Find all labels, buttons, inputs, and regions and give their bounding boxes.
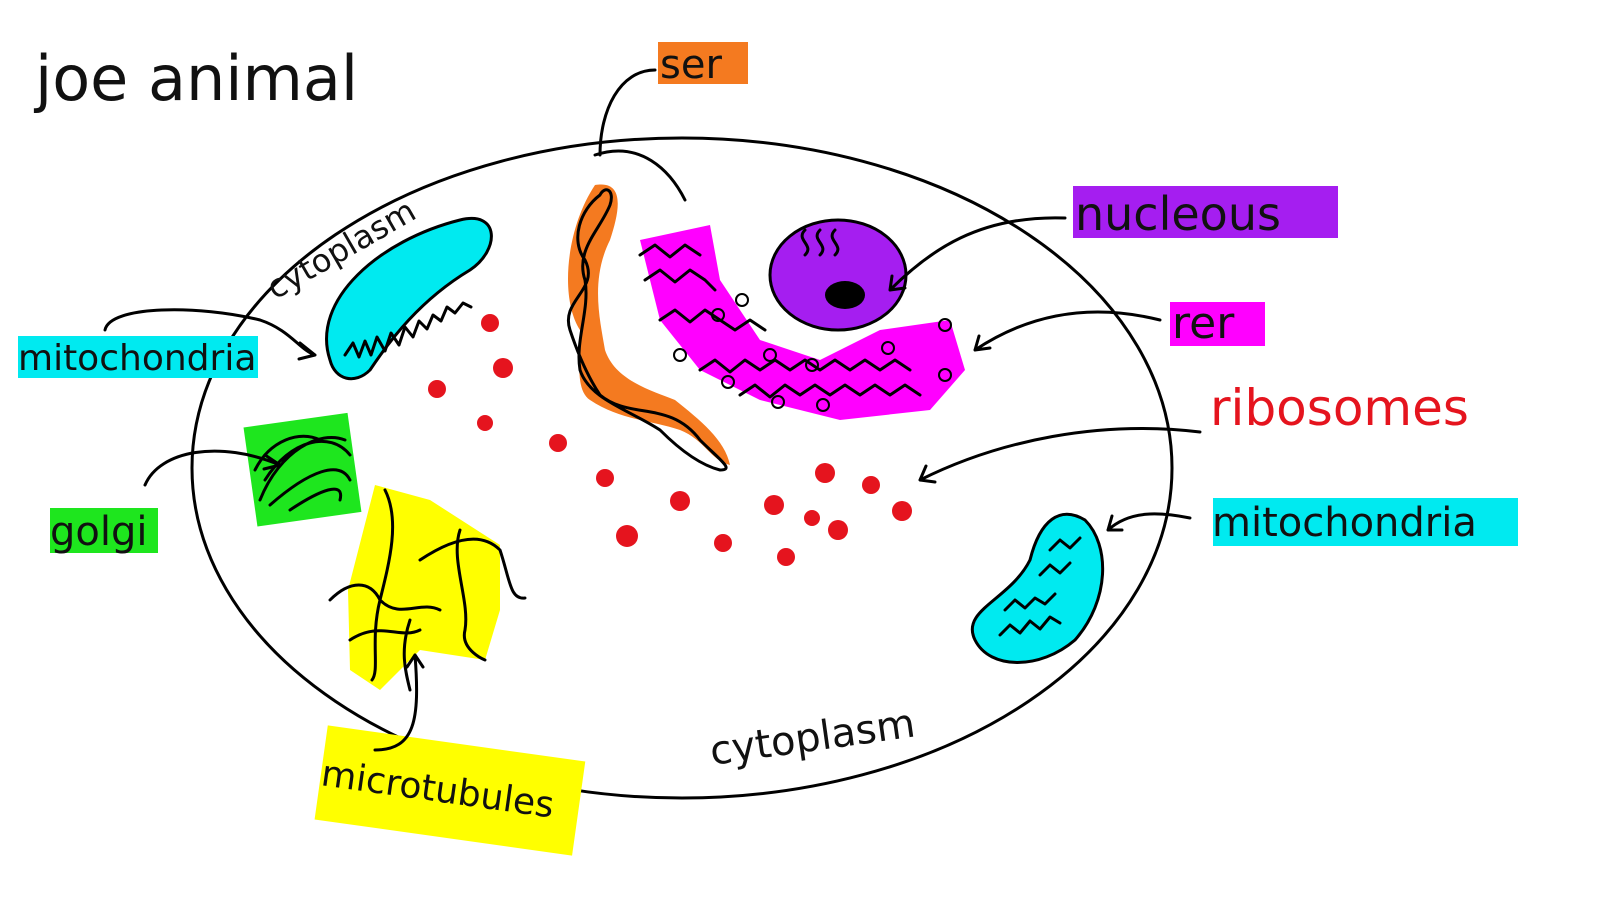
microtubules-highlight (314, 725, 586, 856)
ribosome (777, 548, 795, 566)
label-rer: rer (1172, 298, 1235, 349)
nucleous-highlight (1073, 186, 1338, 238)
mitochondria-left-highlight (18, 336, 258, 378)
ribosome (862, 476, 880, 494)
nucleus (768, 218, 908, 332)
ribosomes (428, 314, 912, 566)
mitochondrion-left (325, 216, 493, 381)
ribosome (549, 434, 567, 452)
nucleolus (825, 281, 865, 309)
ribosome (828, 520, 848, 540)
ribosome (493, 358, 513, 378)
label-ser: ser (660, 42, 722, 88)
ribosome (428, 380, 446, 398)
label-nucleous: nucleous (1075, 187, 1281, 241)
ribosome (477, 415, 493, 431)
label-cytoplasm-bottom: cytoplasm (707, 701, 918, 775)
label-mitochondria-left: mitochondria (18, 338, 256, 379)
golgi-highlight (50, 508, 158, 553)
ser-highlight (658, 42, 748, 84)
ribosome (815, 463, 835, 483)
label-mitochondria-right: mitochondria (1212, 500, 1477, 546)
ribosome (764, 495, 784, 515)
ribosome (596, 469, 614, 487)
ribosome (481, 314, 499, 332)
leader-lines (103, 68, 1202, 752)
diagram-title: joe animal (33, 42, 358, 115)
smooth-er (566, 184, 730, 472)
golgi-apparatus (243, 412, 362, 527)
ribosome (714, 534, 732, 552)
ribosome (804, 510, 820, 526)
rough-er (638, 225, 965, 420)
ribosome (670, 491, 690, 511)
mitochondrion-right (970, 512, 1105, 664)
label-ribosomes: ribosomes (1210, 379, 1469, 437)
label-golgi: golgi (50, 509, 147, 555)
ribosome (892, 501, 912, 521)
cell-membrane (190, 136, 1174, 800)
microtubules (328, 485, 527, 692)
mitochondria-right-highlight (1213, 498, 1518, 546)
rer-highlight (1170, 302, 1265, 346)
ribosome (616, 525, 638, 547)
